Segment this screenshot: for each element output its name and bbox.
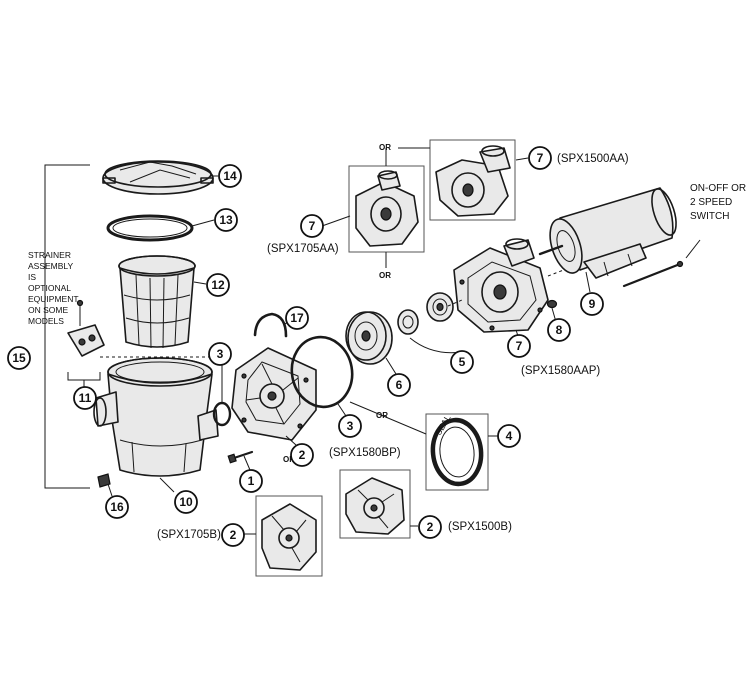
motor <box>538 187 701 293</box>
svg-text:7: 7 <box>309 219 316 233</box>
model-labels: (SPX1500AA) (SPX1705AA) (SPX1580AAP) (SP… <box>157 153 629 541</box>
callout-2-main: 2 <box>290 443 314 467</box>
model-label-spx1705aa: (SPX1705AA) <box>267 243 339 255</box>
callout-16: 16 <box>105 495 129 519</box>
strainer-note-line-1: STRAINER <box>28 250 71 260</box>
cover-o-ring <box>106 214 194 242</box>
callout-6: 6 <box>387 373 411 397</box>
svg-text:15: 15 <box>12 351 26 365</box>
svg-text:10: 10 <box>179 495 193 509</box>
callout-14: 14 <box>218 164 242 188</box>
model-label-spx1580bp: (SPX1580BP) <box>329 447 401 459</box>
pump-housing-spx1705aa <box>348 148 425 268</box>
svg-text:8: 8 <box>556 323 563 337</box>
or-labels: OR OR OR OR <box>283 143 391 464</box>
drain-plug <box>97 473 111 488</box>
callout-10: 10 <box>174 490 198 514</box>
callout-13: 13 <box>214 208 238 232</box>
callout-7-spx1500aa: 7 <box>528 146 552 170</box>
svg-text:14: 14 <box>223 169 237 183</box>
callout-2-spx1705b: 2 <box>221 523 245 547</box>
callout-4: 4 <box>497 424 521 448</box>
callout-8: 8 <box>547 318 571 342</box>
or-label-top: OR <box>379 143 391 152</box>
svg-text:2: 2 <box>230 528 237 542</box>
strainer-basket <box>118 255 196 349</box>
strainer-body <box>93 357 219 477</box>
svg-text:9: 9 <box>589 297 596 311</box>
drain-assembly <box>67 299 105 381</box>
or-label-housing: OR <box>379 271 391 280</box>
callout-1: 1 <box>239 469 263 493</box>
svg-text:2: 2 <box>299 448 306 462</box>
svg-text:17: 17 <box>290 311 304 325</box>
strainer-note-line-7: MODELS <box>28 316 64 326</box>
callout-2-spx1500b: 2 <box>418 515 442 539</box>
impeller-seal <box>397 292 463 354</box>
svg-text:5: 5 <box>459 355 466 369</box>
strainer-bracket <box>44 164 90 489</box>
model-label-spx1500aa: (SPX1500AA) <box>557 153 629 165</box>
callout-7-spx1705aa: 7 <box>300 214 324 238</box>
callout-17: 17 <box>285 306 309 330</box>
strainer-note-line-6: ON SOME <box>28 305 68 315</box>
svg-text:7: 7 <box>537 151 544 165</box>
strainer-note-line-3: IS <box>28 272 36 282</box>
callout-5: 5 <box>450 350 474 374</box>
switch-note-line-2: 2 SPEED <box>690 197 732 208</box>
callout-9: 9 <box>580 292 604 316</box>
pump-housing-spx1500aa <box>398 139 516 221</box>
svg-text:1: 1 <box>248 474 255 488</box>
callout-7-main: 7 <box>507 334 531 358</box>
pump-housing-main <box>453 238 549 333</box>
svg-text:3: 3 <box>217 347 224 361</box>
leader-lines <box>83 157 529 497</box>
callout-15: 15 <box>7 346 31 370</box>
callout-3-left: 3 <box>208 342 232 366</box>
model-label-spx1500b: (SPX1500B) <box>448 521 512 533</box>
clamp-wire <box>253 312 288 338</box>
switch-note: ON-OFF OR 2 SPEED SWITCH <box>690 183 746 222</box>
svg-text:16: 16 <box>110 500 124 514</box>
or-label-gasket: OR <box>376 411 388 420</box>
svg-text:13: 13 <box>219 213 233 227</box>
svg-text:2: 2 <box>427 520 434 534</box>
callout-3-center: 3 <box>338 414 362 438</box>
strainer-cover <box>102 160 214 195</box>
gasket-inset: SEAL <box>349 401 498 491</box>
diffuser-o-ring-left <box>212 365 232 427</box>
seal-plate-spx1500b <box>339 469 418 539</box>
svg-text:11: 11 <box>79 391 92 405</box>
diffuser <box>345 311 397 375</box>
seal-plate-main <box>231 347 317 441</box>
callout-11: 11 <box>73 386 97 410</box>
strainer-note-line-2: ASSEMBLY <box>28 261 74 271</box>
svg-text:12: 12 <box>211 278 225 292</box>
svg-text:4: 4 <box>506 429 513 443</box>
switch-note-line-3: SWITCH <box>690 211 729 222</box>
screw <box>227 450 254 471</box>
model-label-spx1705b: (SPX1705B) <box>157 529 221 541</box>
seal-plate-spx1705b <box>244 495 323 577</box>
model-label-spx1580aap: (SPX1580AAP) <box>521 365 600 377</box>
svg-text:3: 3 <box>347 419 354 433</box>
strainer-note-line-5: EQUIPMENT <box>28 294 79 304</box>
diffuser-gasket <box>290 335 354 417</box>
switch-note-line-1: ON-OFF OR <box>690 183 746 194</box>
svg-text:6: 6 <box>396 378 403 392</box>
strainer-note-line-4: OPTIONAL <box>28 283 71 293</box>
assembly-line-5 <box>447 299 463 307</box>
seal-text: SEAL <box>433 413 453 437</box>
callout-12: 12 <box>206 273 230 297</box>
strainer-note: STRAINER ASSEMBLY IS OPTIONAL EQUIPMENT … <box>28 250 79 326</box>
or-label-seal-plate: OR <box>283 455 295 464</box>
svg-text:7: 7 <box>516 339 523 353</box>
